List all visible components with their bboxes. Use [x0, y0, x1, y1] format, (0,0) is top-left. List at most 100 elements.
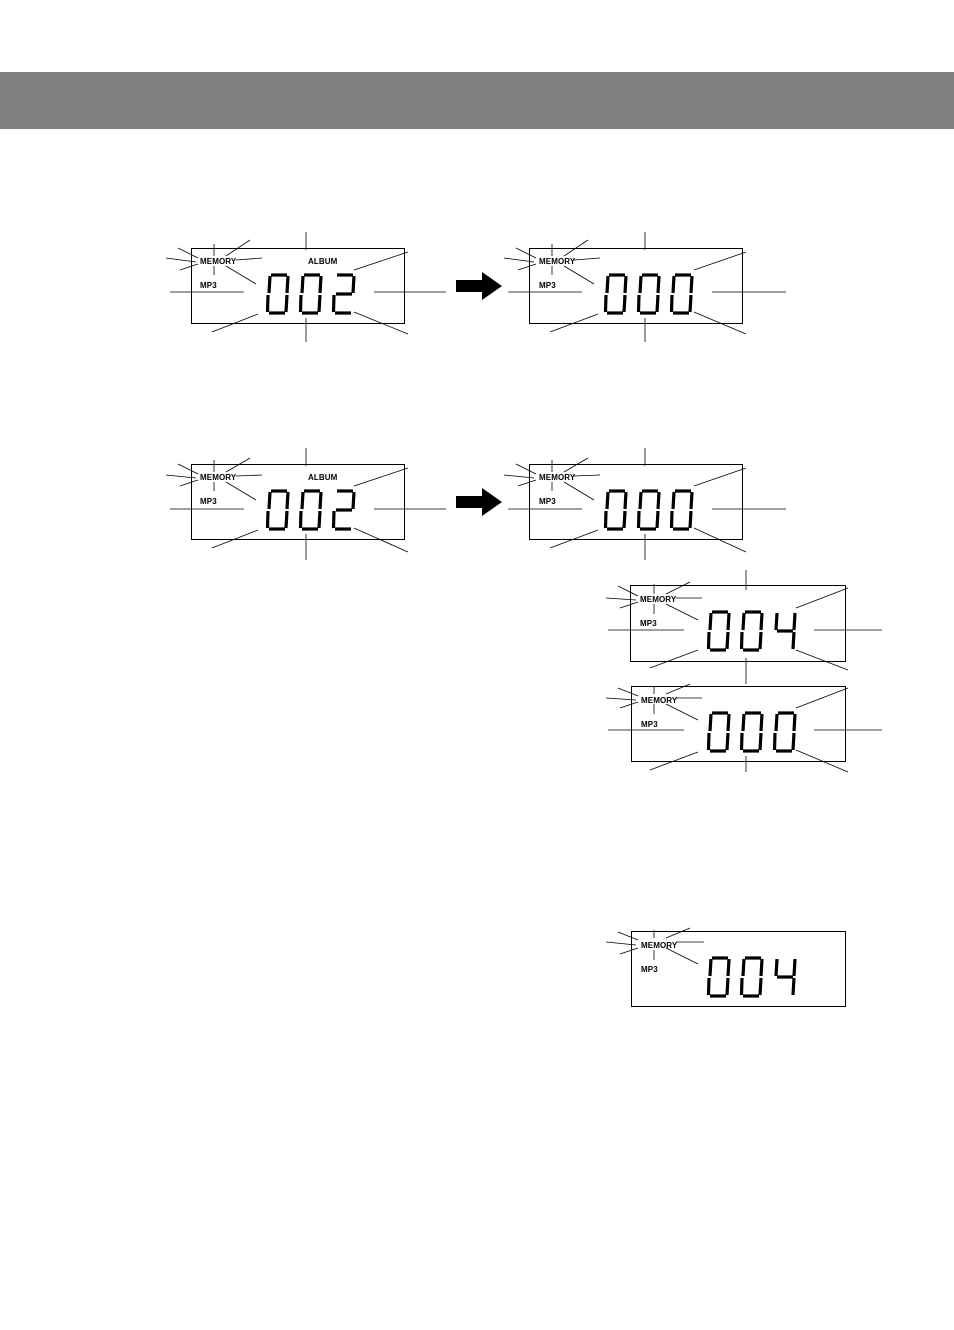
lcd-digit: [742, 612, 763, 650]
lcd-segment: [658, 276, 659, 293]
lcd-digit: [742, 713, 763, 751]
lcd-digit: [334, 275, 355, 313]
lcd-segment: [793, 733, 794, 750]
lcd-segment: [268, 511, 269, 528]
lcd-panel-2: MEMORY MP3: [529, 248, 743, 324]
lcd-segment: [287, 276, 288, 293]
lcd-segment: [743, 613, 744, 630]
lcd-segment: [794, 714, 795, 731]
lcd-digit: [268, 275, 289, 313]
lcd-segment: [607, 492, 608, 509]
lcd-segment: [793, 632, 794, 649]
lcd-digit: [334, 491, 355, 529]
lcd-panel-6: MEMORY MP3: [631, 686, 846, 762]
lcd-segment: [761, 714, 762, 731]
lcd-segment: [640, 276, 641, 293]
memory-indicator: MEMORY: [539, 258, 575, 266]
lcd-segment: [624, 511, 625, 528]
lcd-segment: [742, 632, 743, 649]
lcd-segment: [761, 959, 762, 976]
lcd-digit: [709, 958, 730, 996]
lcd-segment: [301, 511, 302, 528]
lcd-segment: [742, 978, 743, 995]
lcd-digit: [775, 713, 796, 751]
lcd-segment: [761, 613, 762, 630]
lcd-segment: [690, 511, 691, 528]
seven-segment-display: [705, 956, 805, 998]
mp3-indicator: MP3: [641, 966, 658, 974]
arrow-right-icon: [456, 272, 502, 300]
lcd-segment: [672, 295, 673, 312]
lcd-digit: [776, 613, 795, 649]
lcd-segment: [710, 613, 711, 630]
lcd-segment: [269, 276, 270, 293]
seven-segment-display: [602, 273, 702, 315]
lcd-segment: [625, 492, 626, 509]
memory-indicator: MEMORY: [539, 474, 575, 482]
album-indicator: ALBUM: [308, 474, 337, 482]
lcd-segment: [353, 276, 354, 293]
lcd-segment: [728, 959, 729, 976]
lcd-digit: [742, 958, 763, 996]
lcd-panel-7: MEMORY MP3: [631, 931, 846, 1007]
lcd-segment: [743, 714, 744, 731]
lcd-segment: [657, 295, 658, 312]
lcd-segment: [776, 959, 777, 976]
lcd-segment: [624, 295, 625, 312]
lcd-segment: [794, 613, 795, 630]
lcd-digit: [709, 713, 730, 751]
mp3-indicator: MP3: [539, 282, 556, 290]
header-bar: [0, 72, 954, 129]
lcd-digit: [301, 275, 322, 313]
lcd-segment: [760, 632, 761, 649]
album-indicator: ALBUM: [308, 258, 337, 266]
lcd-segment: [607, 276, 608, 293]
lcd-segment: [287, 492, 288, 509]
lcd-segment: [302, 276, 303, 293]
lcd-digit: [301, 491, 322, 529]
lcd-segment: [302, 492, 303, 509]
lcd-segment: [319, 295, 320, 312]
lcd-segment: [728, 714, 729, 731]
lcd-segment: [709, 978, 710, 995]
memory-indicator: MEMORY: [640, 596, 676, 604]
lcd-segment: [639, 511, 640, 528]
mp3-indicator: MP3: [539, 498, 556, 506]
lcd-digit: [606, 491, 627, 529]
lcd-segment: [673, 492, 674, 509]
lcd-segment: [760, 733, 761, 750]
lcd-panel-5: MEMORY MP3: [630, 585, 846, 662]
lcd-segment: [334, 295, 335, 312]
lcd-segment: [606, 295, 607, 312]
lcd-segment: [776, 613, 777, 630]
lcd-digit: [639, 275, 660, 313]
lcd-segment: [775, 733, 776, 750]
lcd-segment: [334, 511, 335, 528]
seven-segment-display: [602, 489, 702, 531]
memory-indicator: MEMORY: [641, 942, 677, 950]
mp3-indicator: MP3: [640, 620, 657, 628]
lcd-digit: [639, 491, 660, 529]
lcd-segment: [727, 733, 728, 750]
lcd-segment: [606, 511, 607, 528]
mp3-indicator: MP3: [641, 721, 658, 729]
lcd-panel-3: MEMORY MP3 ALBUM: [191, 464, 405, 540]
lcd-segment: [673, 276, 674, 293]
lcd-digit: [672, 491, 693, 529]
lcd-segment: [691, 276, 692, 293]
lcd-segment: [319, 511, 320, 528]
mp3-indicator: MP3: [200, 282, 217, 290]
lcd-segment: [625, 276, 626, 293]
lcd-segment: [709, 733, 710, 750]
lcd-segment: [760, 978, 761, 995]
lcd-segment: [301, 295, 302, 312]
lcd-segment: [709, 632, 710, 649]
seven-segment-display: [264, 489, 364, 531]
lcd-segment: [727, 978, 728, 995]
lcd-segment: [727, 632, 728, 649]
arrow-right-icon: [456, 488, 502, 516]
lcd-digit: [776, 959, 795, 995]
lcd-segment: [268, 295, 269, 312]
mp3-indicator: MP3: [200, 498, 217, 506]
